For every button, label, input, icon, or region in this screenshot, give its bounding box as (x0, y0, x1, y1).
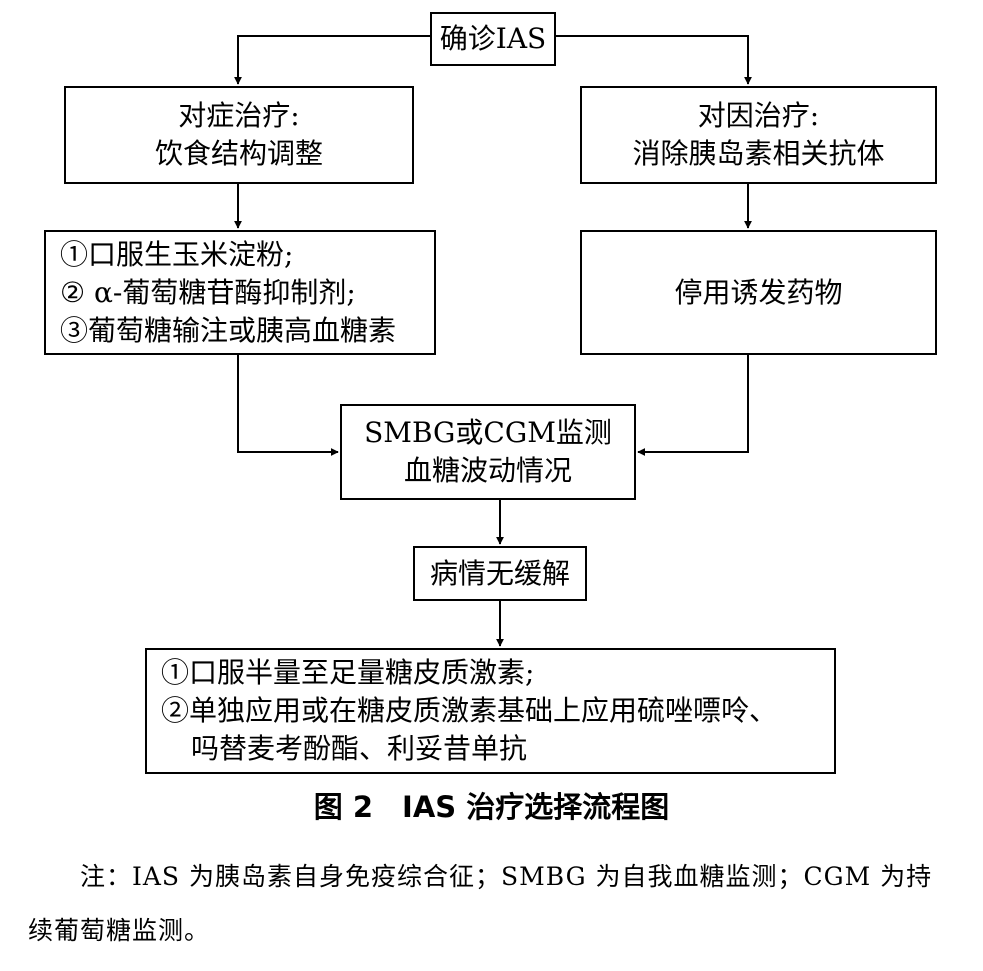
node-causal-treatment: 对因治疗: 消除胰岛素相关抗体 (580, 86, 937, 184)
monitor-line-1: SMBG或CGM监测 (364, 416, 612, 449)
node-final-options: ①口服半量至足量糖皮质激素; ②单独应用或在糖皮质激素基础上应用硫唑嘌呤、 吗替… (145, 648, 836, 774)
figure-caption: 图 2 IAS 治疗选择流程图 (313, 790, 670, 824)
stop-drugs-label: 停用诱发药物 (674, 275, 843, 309)
symptomatic-option-2: ② α-葡萄糖苷酶抑制剂; (60, 275, 356, 309)
symptomatic-title: 对症治疗: (178, 99, 300, 132)
figure-note: 注：IAS 为胰岛素自身免疫综合征；SMBG 为自我血糖监测；CGM 为持续葡萄… (28, 862, 933, 945)
no-relief-label: 病情无缓解 (429, 556, 570, 590)
edge-action-to-monitor (637, 355, 749, 456)
causal-title: 对因治疗: (697, 99, 820, 132)
edge-root-to-symptomatic (234, 35, 430, 85)
node-glucose-monitoring: SMBG或CGM监测 血糖波动情况 (340, 404, 636, 500)
symptomatic-option-1: ①口服生玉米淀粉; (60, 237, 294, 271)
edge-root-to-causal (556, 35, 752, 85)
node-confirm-ias: 确诊IAS (430, 12, 556, 66)
symptomatic-subtitle: 饮食结构调整 (154, 137, 323, 170)
edge-options-to-monitor (237, 355, 339, 456)
final-option-2-continued: 吗替麦考酚酯、利妥昔单抗 (191, 732, 528, 765)
node-no-relief: 病情无缓解 (413, 546, 587, 601)
node-symptomatic-options: ①口服生玉米淀粉; ② α-葡萄糖苷酶抑制剂; ③葡萄糖输注或胰高血糖素 (44, 230, 436, 355)
monitor-line-2: 血糖波动情况 (403, 454, 572, 487)
node-stop-drugs: 停用诱发药物 (580, 230, 937, 355)
node-confirm-ias-label: 确诊IAS (439, 22, 547, 55)
final-option-1: ①口服半量至足量糖皮质激素; (161, 656, 535, 689)
flowchart-connectors (234, 35, 752, 647)
symptomatic-option-3: ③葡萄糖输注或胰高血糖素 (60, 313, 397, 347)
node-symptomatic-treatment: 对症治疗: 饮食结构调整 (64, 86, 414, 184)
causal-subtitle: 消除胰岛素相关抗体 (632, 137, 885, 170)
final-option-2: ②单独应用或在糖皮质激素基础上应用硫唑嘌呤、 (161, 694, 778, 727)
